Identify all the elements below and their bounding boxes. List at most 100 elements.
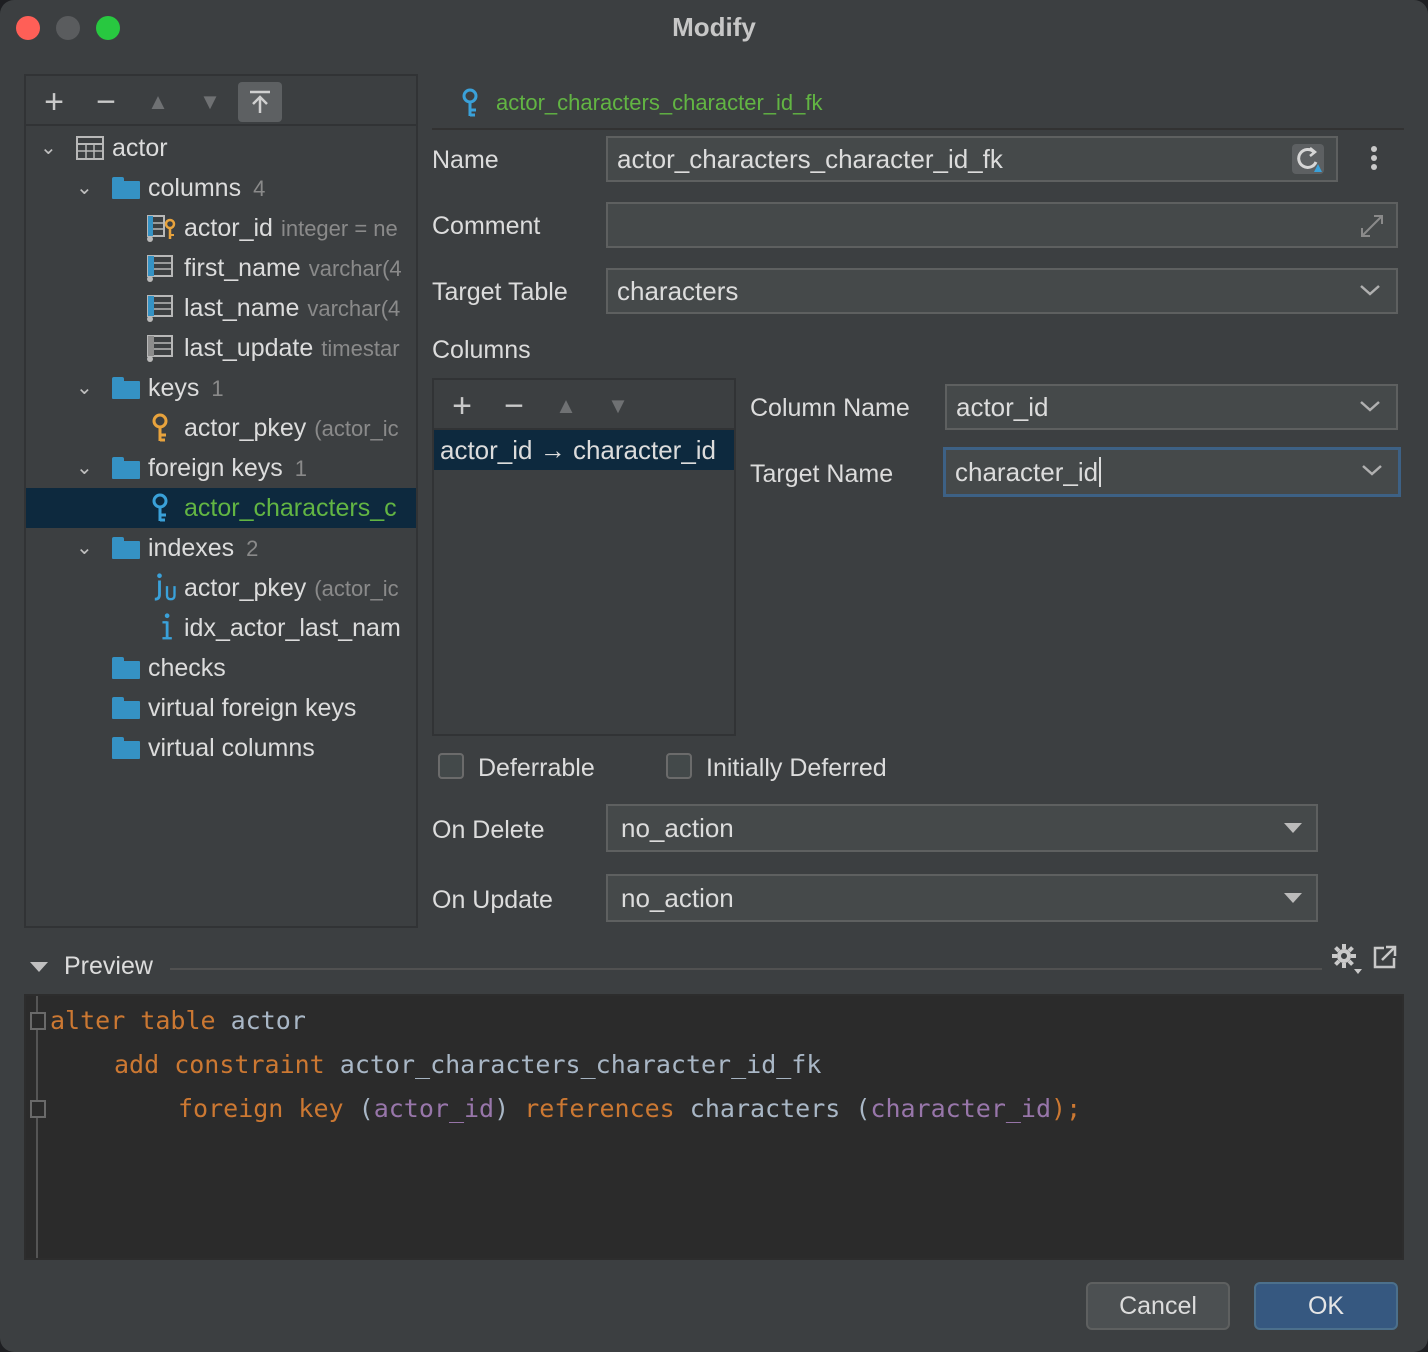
dropdown-arrow-icon [1284,893,1302,903]
tree-item-index-actor-pkey[interactable]: actor_pkey (actor_ic [26,568,416,608]
folder-icon [112,537,140,559]
tree-item-label: checks [148,653,226,682]
on-update-select[interactable]: no_action [606,874,1318,922]
move-down-button[interactable]: ▼ [199,89,221,114]
target-table-value: characters [617,275,739,306]
sql-punct: ) [494,1094,525,1123]
tree-item-virtual-foreign-keys[interactable]: virtual foreign keys [26,688,416,728]
column-mapping-item[interactable]: actor_id → character_id [434,430,734,470]
column-icon [147,255,173,282]
column-icon [147,335,173,362]
name-value: actor_characters_character_id_fk [617,143,1003,174]
move-up-button[interactable]: ▲ [147,89,169,114]
indexes-label: indexes [148,533,235,562]
regenerate-name-button[interactable] [1292,144,1324,174]
initially-deferred-checkbox[interactable] [666,753,692,779]
chevron-down-icon[interactable]: ⌄ [40,137,57,159]
tree-item-label: actor [112,133,168,162]
on-delete-select[interactable]: no_action [606,804,1318,852]
preview-label[interactable]: Preview [64,952,153,980]
move-column-down-button[interactable]: ▼ [607,393,629,418]
foreign-key-header: actor_characters_character_id_fk [432,80,1404,130]
sql-identifier: actor_characters_character_id_fk [324,1050,822,1079]
tree-item-index-idx-actor-last-name[interactable]: idx_actor_last_nam [26,608,416,648]
index-name: actor_pkey [184,573,307,602]
tree-item-table-actor[interactable]: ⌄ actor [26,128,416,168]
tree-item-virtual-columns[interactable]: virtual columns [26,728,416,768]
fold-end-icon[interactable] [30,1100,46,1118]
sql-identifier: actor [215,1006,306,1035]
on-delete-value: no_action [621,812,734,843]
chevron-down-icon[interactable]: ⌄ [76,377,93,399]
column-mapping-toolbar: + − ▲ ▼ [434,380,734,430]
column-name: last_update [184,333,314,362]
tree-item-key-actor-pkey[interactable]: actor_pkey(actor_ic [26,408,416,448]
remove-column-button[interactable]: − [504,386,524,425]
zoom-window-button[interactable] [96,16,120,40]
collapse-preview-icon[interactable] [30,962,48,972]
close-window-button[interactable] [16,16,40,40]
kebab-menu-icon [1371,146,1377,170]
foreign-keys-count: 1 [294,455,308,481]
tree-item-label: virtual columns [148,733,315,762]
folder-icon [112,457,140,479]
tree-item-checks[interactable]: checks [26,648,416,688]
gear-icon[interactable] [1330,942,1364,976]
sql-preview-editor[interactable]: alter table actor add constraint actor_c… [24,994,1404,1260]
preview-divider [170,968,1322,970]
cancel-button[interactable]: Cancel [1086,1282,1230,1330]
sql-identifier: characters ( [674,1094,871,1123]
sql-keyword: add constraint [114,1050,325,1079]
foreign-key-icon [462,88,478,117]
expand-icon[interactable] [1358,212,1386,240]
index-columns: (actor_ic [314,575,399,601]
deferrable-label: Deferrable [478,754,595,782]
target-table-select[interactable]: characters [606,268,1398,314]
foreign-key-icon [152,493,168,522]
scroll-to-source-button[interactable] [238,82,282,122]
name-label: Name [432,146,499,174]
more-options-button[interactable] [1362,144,1386,174]
minimize-window-button[interactable] [56,16,80,40]
comment-field[interactable] [606,202,1398,248]
ok-button[interactable]: OK [1254,1282,1398,1330]
add-button[interactable]: + [44,82,64,121]
on-update-value: no_action [621,882,734,913]
add-column-button[interactable]: + [452,386,472,425]
chevron-down-icon[interactable]: ⌄ [76,457,93,479]
name-field[interactable]: actor_characters_character_id_fk [606,136,1338,182]
chevron-down-icon[interactable]: ⌄ [76,177,93,199]
deferrable-checkbox[interactable] [438,753,464,779]
open-in-editor-icon[interactable] [1372,944,1398,970]
tree-item-fk-actor-characters[interactable]: actor_characters_c [26,488,416,528]
fold-start-icon[interactable] [30,1012,46,1030]
move-column-up-button[interactable]: ▲ [555,393,577,418]
columns-count: 4 [253,175,266,201]
keys-label: keys [148,373,200,402]
code-line-2: add constraint actor_characters_characte… [114,1050,821,1079]
export-arrow-icon [250,90,270,113]
column-name-select[interactable]: actor_id [945,384,1398,430]
title-bar: Modify [0,0,1428,56]
column-mapping-list: + − ▲ ▼ actor_id → character_id [432,378,736,736]
text-cursor [1099,457,1102,487]
sql-column: actor_id [373,1094,495,1123]
unique-index-icon [154,573,176,601]
remove-button[interactable]: − [96,82,116,121]
chevron-down-icon[interactable]: ⌄ [76,537,93,559]
target-name-select[interactable]: character_id [943,447,1401,497]
folder-icon [112,177,140,199]
column-name: actor_id [184,213,273,242]
